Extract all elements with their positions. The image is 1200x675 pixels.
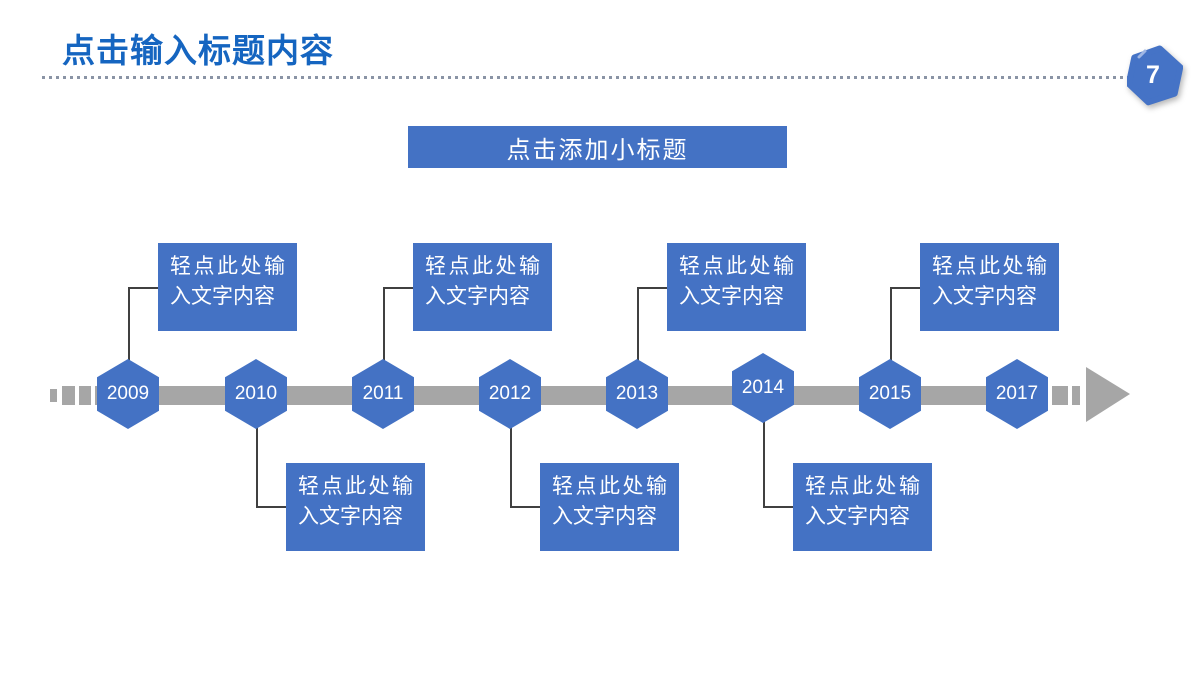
timeline-left-dash-3: [79, 386, 91, 405]
note-box-2010[interactable]: 轻点此处输入文字内容: [286, 463, 425, 551]
timeline-right-dash-1: [1052, 386, 1068, 405]
page-number-badge: 7: [1125, 44, 1184, 106]
timeline-left-dash-1: [50, 389, 57, 402]
subtitle-placeholder[interactable]: 点击添加小标题: [408, 126, 787, 168]
connector-2012: [510, 394, 540, 508]
note-box-2013[interactable]: 轻点此处输入文字内容: [667, 243, 806, 331]
note-box-2014[interactable]: 轻点此处输入文字内容: [793, 463, 932, 551]
timeline-right-dash-2: [1072, 386, 1080, 405]
year-label: 2010: [234, 383, 278, 404]
year-label: 2014: [741, 377, 785, 398]
connector-2009: [128, 287, 158, 394]
timeline-arrowhead-icon: [1086, 367, 1130, 422]
connector-2015: [890, 287, 920, 394]
note-box-2012[interactable]: 轻点此处输入文字内容: [540, 463, 679, 551]
page-number: 7: [1146, 61, 1160, 89]
hexagon-badge-icon: [1125, 45, 1184, 106]
note-box-2011[interactable]: 轻点此处输入文字内容: [413, 243, 552, 331]
year-label: 2013: [615, 383, 659, 404]
title-dotted-rule: [42, 76, 1128, 79]
timeline-bar: [95, 386, 1048, 405]
note-box-2015[interactable]: 轻点此处输入文字内容: [920, 243, 1059, 331]
year-label: 2015: [868, 383, 912, 404]
year-label: 2009: [106, 383, 150, 404]
year-label: 2012: [488, 383, 532, 404]
note-box-2009[interactable]: 轻点此处输入文字内容: [158, 243, 297, 331]
timeline-node-2017[interactable]: 2017: [986, 359, 1048, 429]
year-label: 2017: [995, 383, 1039, 404]
connector-2013: [637, 287, 667, 394]
timeline-left-dash-2: [62, 386, 75, 405]
connector-2010: [256, 394, 286, 508]
year-label: 2011: [362, 383, 404, 404]
slide-title[interactable]: 点击输入标题内容: [62, 32, 334, 69]
connector-2014: [763, 394, 793, 508]
connector-2011: [383, 287, 413, 394]
